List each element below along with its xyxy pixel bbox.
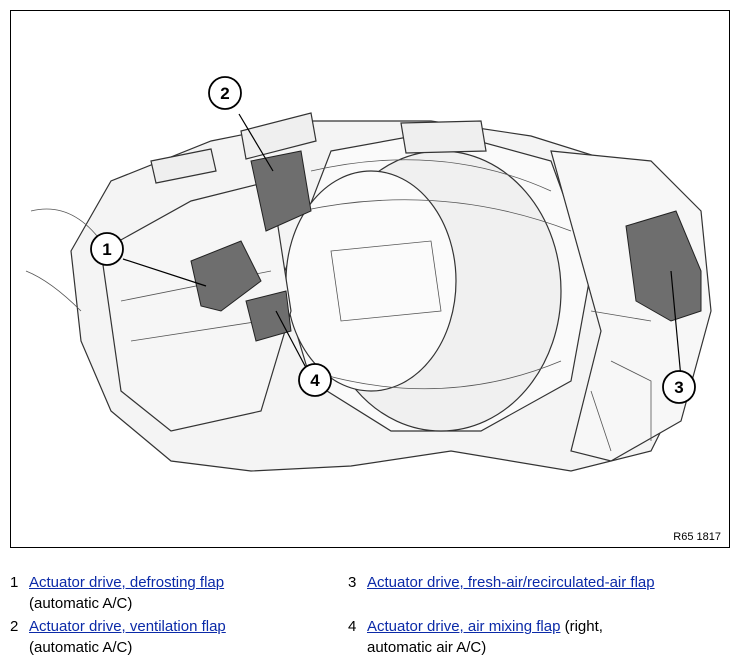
actuator-3-shape [625, 210, 702, 322]
legend-detail: automatic air A/C) [367, 639, 487, 656]
callout-2-circle [208, 76, 242, 110]
callout-4-circle [298, 363, 332, 397]
actuator-4-shape [245, 290, 292, 342]
callout-3-label: 3 [674, 378, 683, 397]
legend-link-fresh-air-flap[interactable]: Actuator drive, fresh-air/recirculated-a… [367, 574, 655, 591]
actuator-2-shape [250, 150, 312, 232]
legend-link-ventilation-flap[interactable]: Actuator drive, ventilation flap [29, 618, 226, 635]
callout-3-circle [662, 370, 696, 404]
legend-suffix: (right, [560, 618, 603, 635]
callout-4-label: 4 [310, 371, 320, 390]
legend-detail: (automatic A/C) [29, 595, 133, 612]
figure-reference: R65 1817 [673, 531, 721, 543]
legend-number: 3 [348, 574, 357, 591]
legend-link-air-mixing-flap[interactable]: Actuator drive, air mixing flap [367, 618, 561, 635]
heater-housing-drawing: 1 2 3 4 [25, 76, 712, 472]
actuator-1-shape [190, 240, 262, 312]
legend-link-defrosting-flap[interactable]: Actuator drive, defrosting flap [29, 574, 225, 591]
callout-1-circle [90, 232, 124, 266]
legend-number: 2 [10, 618, 19, 635]
callout-2-label: 2 [220, 84, 229, 103]
legend-number: 1 [10, 574, 19, 591]
legend-detail: (automatic A/C) [29, 639, 133, 656]
technical-illustration: 1 2 3 4 R65 1817 [10, 10, 730, 548]
callout-1-label: 1 [102, 240, 111, 259]
legend-number: 4 [348, 618, 357, 635]
